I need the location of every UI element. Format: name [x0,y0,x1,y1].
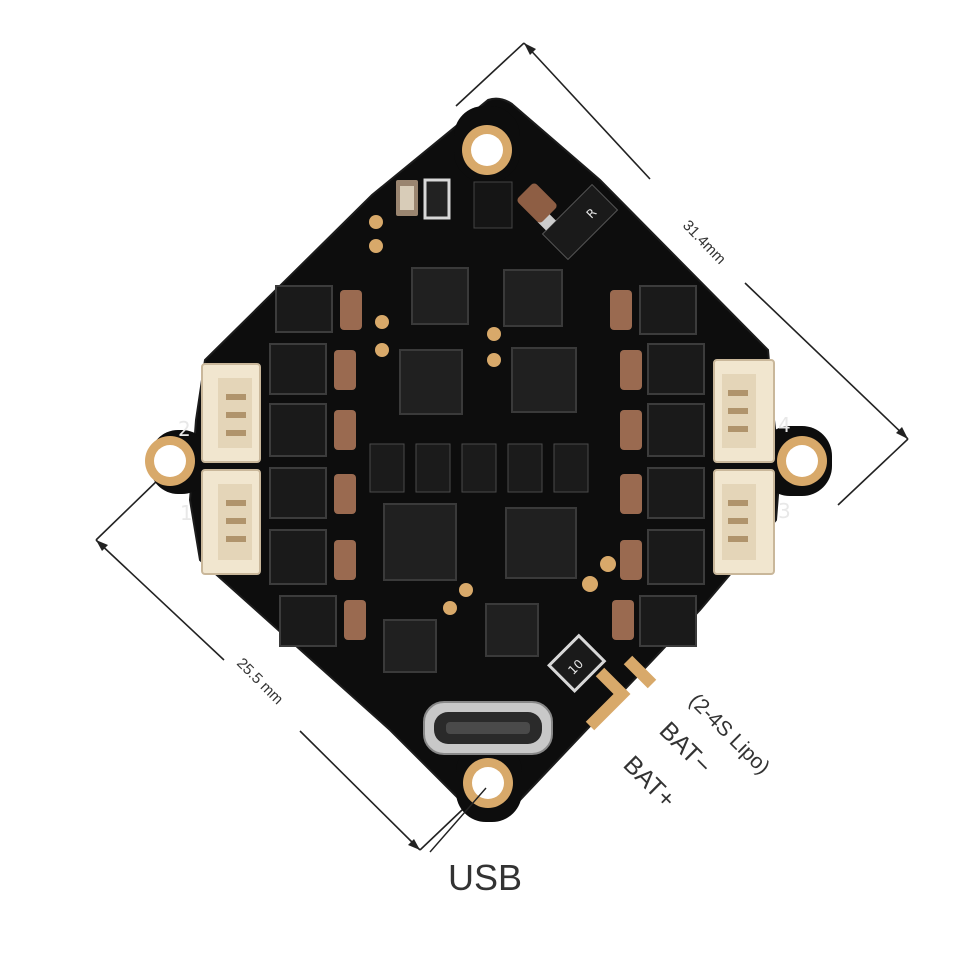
port-label-3: 3 [778,499,791,523]
voltage-regulator: R [537,183,619,261]
central-chips [383,267,577,673]
motor-connector-4 [713,359,775,463]
motor-connector-3 [713,469,775,575]
bottom-components: 10 [443,556,616,693]
mounting-holes [145,125,827,808]
mounting-hole-top [462,125,512,175]
dimension-long [455,42,909,506]
port-label-2: 2 [178,417,191,441]
motor-connector-2 [201,363,261,463]
dimension-long-label: 31.4mm [679,217,729,268]
dimension-short-label: 25.5 mm [233,655,286,708]
motor-connector-1 [201,469,261,575]
mounting-hole-bottom [463,758,513,808]
top-components: R [369,178,619,367]
mosfet-row [369,443,589,493]
mounting-hole-right [777,436,827,486]
usb-pointer-line [429,787,487,853]
usb-label: USB [448,857,522,898]
left-power-stage [269,285,366,647]
battery-pads [585,655,657,731]
port-label-4: 4 [778,413,791,437]
battery-positive-label: BAT+ [618,750,681,813]
right-power-stage [610,285,705,647]
usb-port [423,701,553,755]
mounting-hole-left [145,436,195,486]
port-label-1: 1 [180,501,193,525]
